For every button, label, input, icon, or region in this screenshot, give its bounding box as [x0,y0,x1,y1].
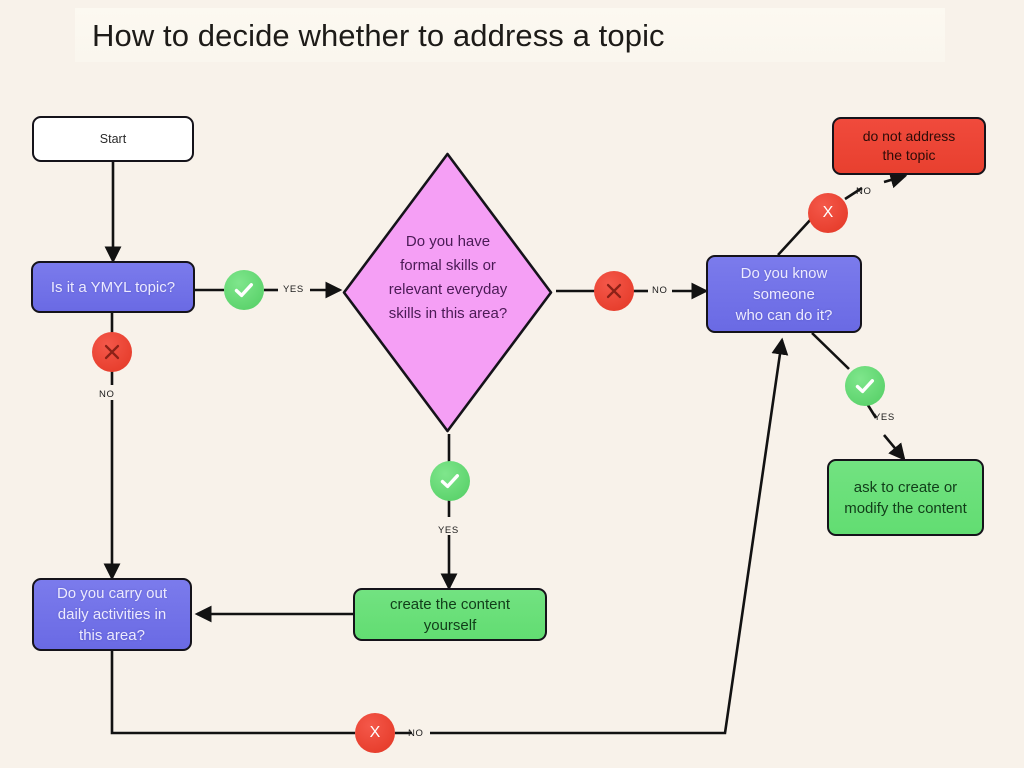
node-do-you-know-someone[interactable]: Do you know someone who can do it? [706,255,862,333]
node-start-label: Start [99,132,127,146]
check-icon-know-someone-yes [845,366,885,406]
check-glyph [855,379,874,394]
x-glyph: X [369,724,381,741]
edge-know-someone-to-x-badge [777,217,813,256]
edge-label-skills-yes: YES [438,525,459,536]
x-glyph: X [822,204,834,221]
page-title: How to decide whether to address a topic [92,18,665,53]
title-background-band [75,8,945,62]
node-create-the-content-yourself[interactable]: create the content yourself [353,588,547,641]
cross-icon-skills-no [594,271,634,311]
ask-create-line-2: modify the content [844,499,967,517]
skills-line-6: area? [468,305,508,322]
do-not-address-line-1: do not address [862,128,956,144]
check-glyph [234,283,253,298]
daily-line-3: this area? [79,627,145,644]
check-glyph [440,474,459,489]
x-icon-know-someone-no: X [808,193,848,233]
do-not-address-line-2: the topic [882,147,936,163]
cross-glyph [606,283,622,299]
skills-line-1: Do you have [405,233,491,250]
node-daily-activities-label: Do you carry out daily activities in thi… [57,583,167,646]
node-do-you-carry-out-daily-activities[interactable]: Do you carry out daily activities in thi… [32,578,192,651]
check-icon-ymyl-yes [224,270,264,310]
edge-know-someone-to-yes-badge [811,332,850,370]
know-someone-line-1: Do you know someone [740,264,828,303]
edge-daily-to-x-badge [110,651,355,735]
edge-label-know-someone-no: NO [856,186,872,197]
node-skills-label: Do you have formal skills or relevant ev… [386,230,510,326]
node-ask-to-create-or-modify[interactable]: ask to create or modify the content [827,459,984,536]
x-icon-daily-no: X [355,713,395,753]
edge-label-skills-no: NO [652,285,668,296]
node-do-you-have-formal-skills[interactable]: Do you have formal skills or relevant ev… [340,150,555,435]
node-ask-to-create-label: ask to create or modify the content [844,477,967,519]
edge-label-ymyl-yes: YES [283,284,304,295]
edge-label-know-someone-yes: YES [874,412,895,423]
cross-glyph [104,344,120,360]
node-create-yourself-label: create the content yourself [390,594,510,636]
skills-line-2: formal skills [400,257,479,274]
node-is-it-a-ymyl-topic[interactable]: Is it a YMYL topic? [31,261,195,313]
edge-yes-to-ask-create [883,434,906,461]
node-know-someone-label: Do you know someone who can do it? [708,263,860,326]
ask-create-line-1: ask to create or [853,478,958,496]
create-yourself-line-1: create the content [389,595,511,613]
node-do-not-address-label: do not address the topic [863,127,956,165]
node-do-not-address-the-topic[interactable]: do not address the topic [832,117,986,175]
edge-no-to-do-not-address [883,171,908,189]
edge-bottom-to-know-someone [430,337,789,735]
daily-line-1: Do you carry out [56,585,168,602]
edge-label-daily-no: NO [408,728,424,739]
node-start[interactable]: Start [32,116,194,162]
check-icon-skills-yes [430,461,470,501]
cross-icon-ymyl-no [92,332,132,372]
daily-line-2: daily activities in [57,606,167,623]
diamond-shape [342,152,553,433]
create-yourself-line-2: yourself [423,616,477,634]
skills-line-3: or relevant [388,257,496,298]
skills-line-5: skills in this [388,305,465,322]
know-someone-line-2: who can do it? [735,306,833,324]
skills-line-4: everyday [446,281,508,298]
edge-label-ymyl-no: NO [99,389,115,400]
node-ymyl-label: Is it a YMYL topic? [50,278,176,296]
edge-x-badge-tail [844,186,863,201]
